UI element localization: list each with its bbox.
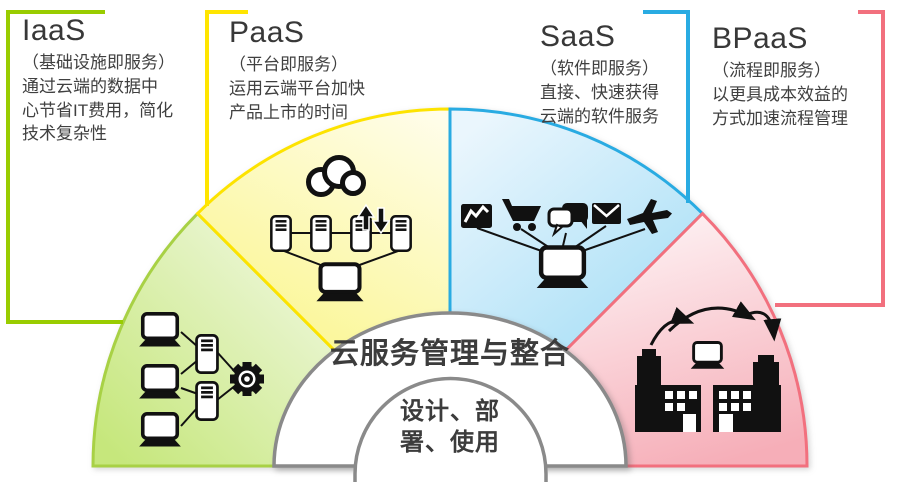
building-icon [713,355,781,432]
down-arrow-icon [371,207,391,235]
server-icon [310,215,332,252]
chart-icon [461,204,492,228]
center-title: 云服务管理与整合 [329,338,570,370]
iaas-bracket [6,10,123,324]
server-icon [390,215,412,252]
saas-icons [461,199,672,288]
server-icon [270,215,292,252]
gear-icon [230,362,264,396]
label-paas-title: PaaS [229,16,305,49]
paas-icons [270,155,412,302]
label-iaas: IaaS （基础设施即服务） 通过云端的数据中 心节省IT费用，简化 技术复杂性 [22,14,218,146]
bpaas-icons [635,301,782,432]
server-icon [195,334,219,374]
laptop-icon [137,364,183,400]
laptop-icon [137,312,183,348]
cloud-icon [306,155,366,197]
iaas-icons [137,312,264,448]
laptop-icon [137,412,183,448]
server-icon [195,381,219,421]
label-saas: SaaS （软件即服务） 直接、快速获得 云端的软件服务 [540,20,710,128]
label-bpaas-body: （流程即服务） 以更具成本效益的 方式加速流程管理 [712,61,848,128]
label-saas-title: SaaS [540,20,616,53]
plane-icon [627,199,672,234]
laptop-icon [316,264,363,301]
up-arrow-icon [356,203,376,231]
laptop-icon [537,247,589,288]
label-paas-body: （平台即服务） 运用云端平台加快 产品上市的时间 [229,55,365,122]
saas-bracket [643,10,690,203]
mail-icon [592,203,621,224]
saas-connector-lines [476,225,646,255]
building-icon [635,349,701,432]
label-bpaas: BPaaS （流程即服务） 以更具成本效益的 方式加速流程管理 [712,22,887,130]
center-subtitle: 设计、部 署、使用 [400,398,500,457]
cart-icon [502,199,541,231]
laptop-icon [689,341,726,370]
bpaas-bracket [775,10,885,307]
chat-icon [547,203,588,238]
paas-bracket [205,10,248,206]
label-paas: PaaS （平台即服务） 运用云端平台加快 产品上市的时间 [229,16,414,124]
inner-arch [353,376,548,482]
label-saas-body: （软件即服务） 直接、快速获得 云端的软件服务 [540,59,659,126]
label-iaas-title: IaaS [22,14,86,47]
curved-arrow-icon [649,301,782,346]
label-iaas-body: （基础设施即服务） 通过云端的数据中 心节省IT费用，简化 技术复杂性 [22,53,175,144]
label-bpaas-title: BPaaS [712,22,808,55]
